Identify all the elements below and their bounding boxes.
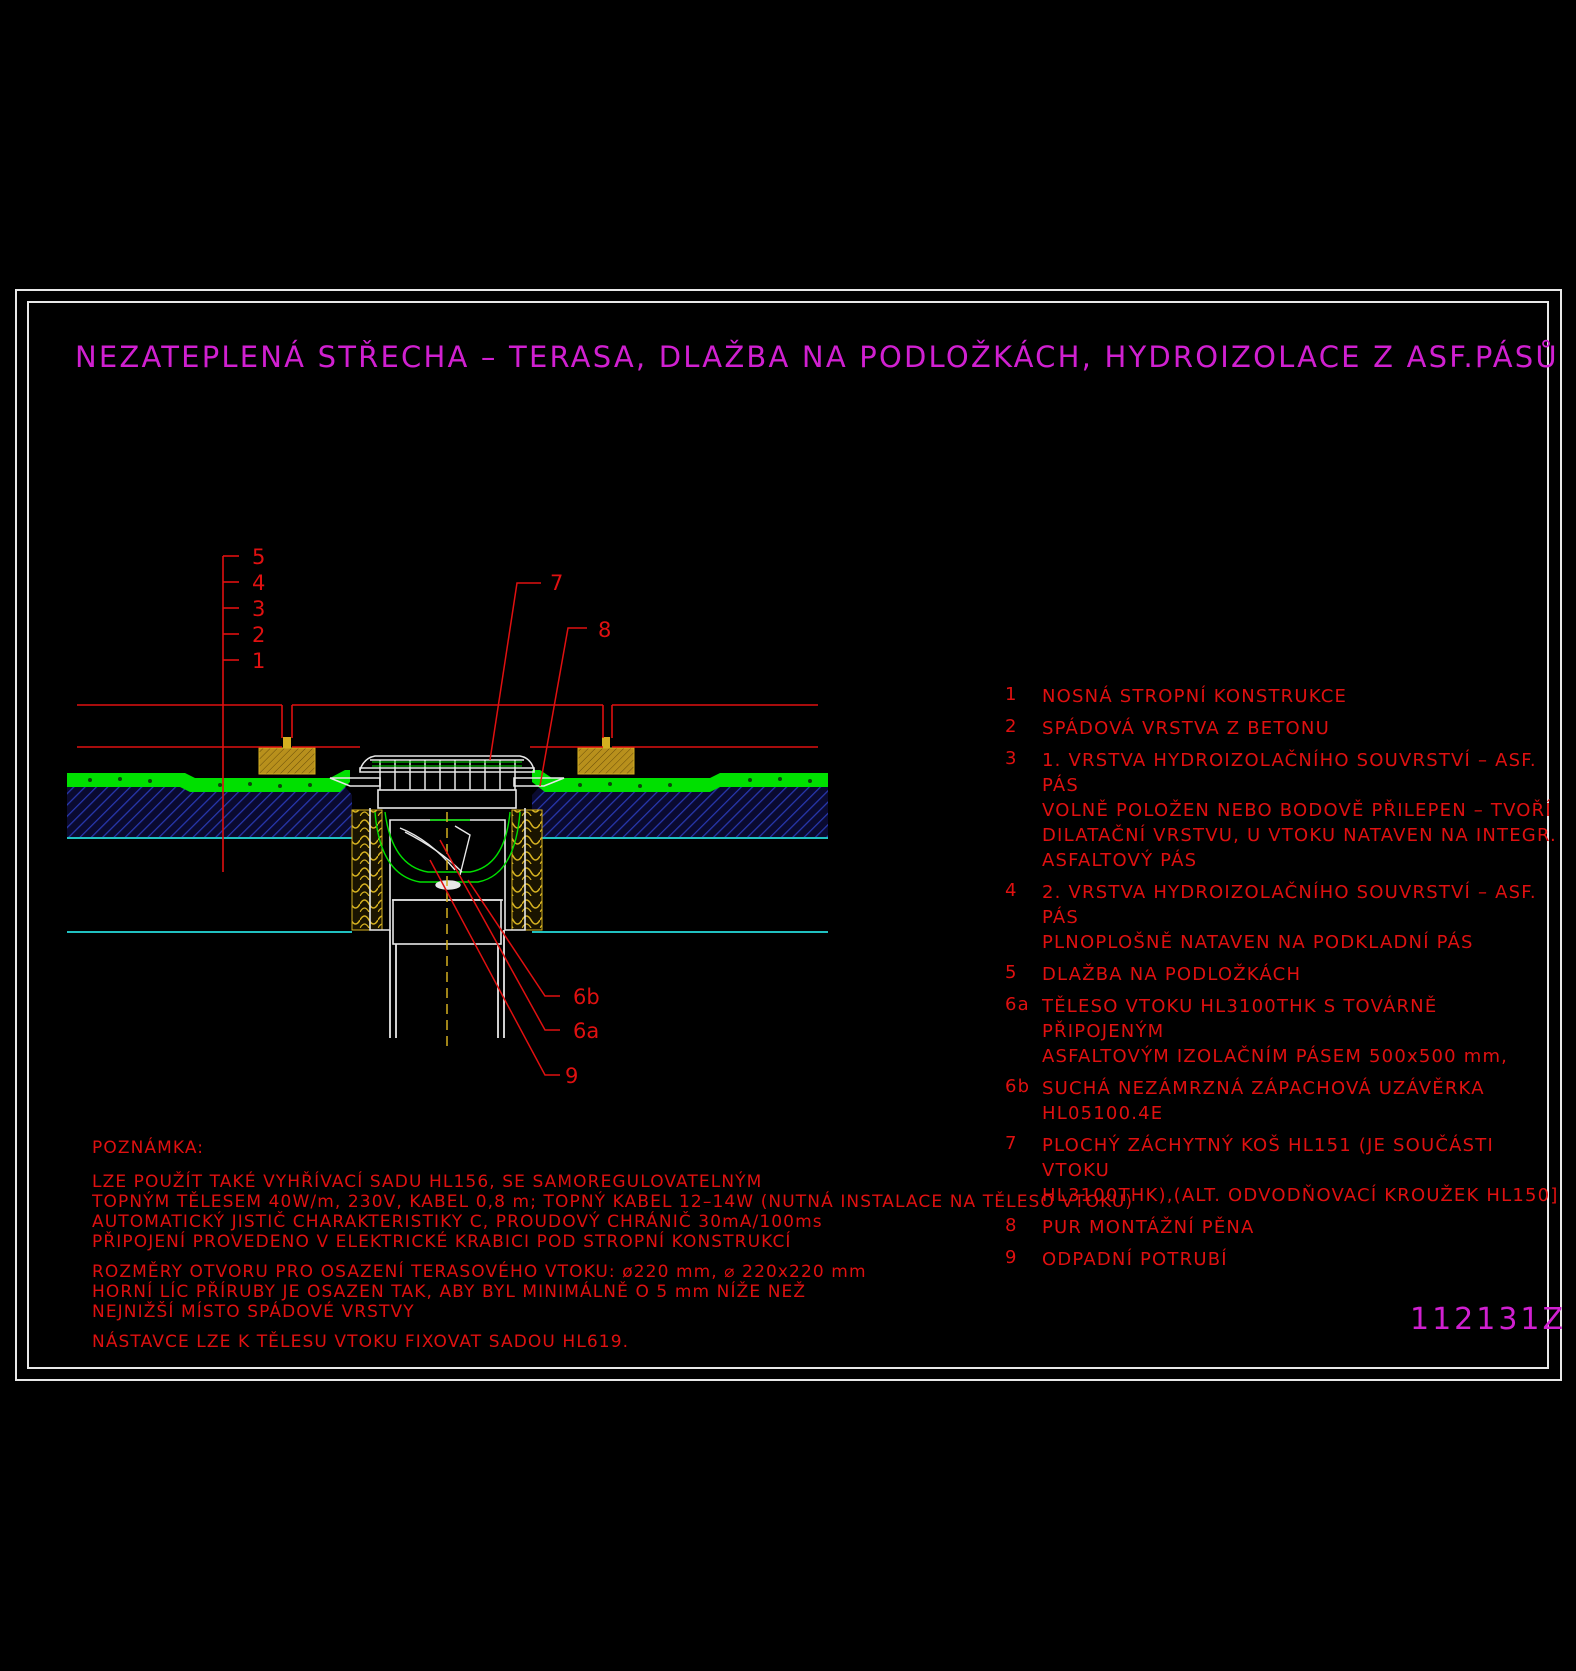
notes-block-heating: LZE POUŽÍT TAKÉ VYHŘÍVACÍ SADU HL156, SE… <box>92 1172 1133 1252</box>
legend-text: 1. VRSTVA HYDROIZOLAČNÍHO SOUVRSTVÍ – AS… <box>1042 750 1557 871</box>
inner-frame <box>27 301 1549 1369</box>
callout-8: 8 <box>598 618 611 642</box>
legend-number: 2 <box>1005 716 1018 737</box>
legend-item: 4 2. VRSTVA HYDROIZOLAČNÍHO SOUVRSTVÍ – … <box>1005 880 1565 955</box>
concrete-layer <box>67 781 352 838</box>
legend-text: DLAŽBA NA PODLOŽKÁCH <box>1042 964 1302 985</box>
callout-9: 9 <box>565 1064 578 1088</box>
legend: 1 NOSNÁ STROPNÍ KONSTRUKCE 2 SPÁDOVÁ VRS… <box>1005 684 1565 1279</box>
layer-marker-2: 2 <box>252 623 265 647</box>
legend-number: 1 <box>1005 684 1018 705</box>
legend-item: 3 1. VRSTVA HYDROIZOLAČNÍHO SOUVRSTVÍ – … <box>1005 748 1565 873</box>
notes-heading: POZNÁMKA: <box>92 1138 205 1158</box>
note-line: ROZMĚRY OTVORU PRO OSAZENÍ TERASOVÉHO VT… <box>92 1262 867 1282</box>
grating <box>359 755 535 790</box>
drawing-code: 112131Z <box>1410 1302 1567 1337</box>
legend-item: 5 DLAŽBA NA PODLOŽKÁCH <box>1005 962 1565 987</box>
legend-number: 7 <box>1005 1133 1018 1154</box>
notes: POZNÁMKA: LZE POUŽÍT TAKÉ VYHŘÍVACÍ SADU… <box>92 1138 1133 1362</box>
callout-labels: 7 8 6b 6a 9 <box>550 571 611 1088</box>
grating-top <box>372 761 522 767</box>
layer-marker-labels: 5 4 3 2 1 <box>252 545 265 673</box>
legend-item: 7 PLOCHÝ ZÁCHYTNÝ KOŠ HL151 (JE SOUČÁSTI… <box>1005 1133 1565 1208</box>
layer-marker-5: 5 <box>252 545 265 569</box>
layer-marker-3: 3 <box>252 597 265 621</box>
legend-item: 6a TĚLESO VTOKU HL3100THK S TOVÁRNĚ PŘIP… <box>1005 994 1565 1069</box>
layer-marker-4: 4 <box>252 571 265 595</box>
legend-number: 4 <box>1005 880 1018 901</box>
legend-number: 6b <box>1005 1076 1031 1097</box>
callout-leaders <box>429 582 587 1076</box>
callout-7: 7 <box>550 571 563 595</box>
callout-6a: 6a <box>573 1019 599 1043</box>
note-line: HORNÍ LÍC PŘÍRUBY JE OSAZEN TAK, ABY BYL… <box>92 1282 807 1302</box>
legend-text: SPÁDOVÁ VRSTVA Z BETONU <box>1042 718 1330 739</box>
layer-marker-ladder <box>222 555 239 872</box>
legend-number: 9 <box>1005 1247 1018 1268</box>
legend-text: NOSNÁ STROPNÍ KONSTRUKCE <box>1042 686 1348 707</box>
legend-text: ODPADNÍ POTRUBÍ <box>1042 1249 1228 1270</box>
paving-pad <box>258 747 316 775</box>
legend-number: 5 <box>1005 962 1018 983</box>
legend-text: SUCHÁ NEZÁMRZNÁ ZÁPACHOVÁ UZÁVĚRKA HL051… <box>1042 1078 1485 1124</box>
legend-item: 6b SUCHÁ NEZÁMRZNÁ ZÁPACHOVÁ UZÁVĚRKA HL… <box>1005 1076 1565 1126</box>
pur-foam <box>511 809 543 931</box>
legend-text: 2. VRSTVA HYDROIZOLAČNÍHO SOUVRSTVÍ – AS… <box>1042 882 1537 953</box>
notes-block-dimensions: ROZMĚRY OTVORU PRO OSAZENÍ TERASOVÉHO VT… <box>92 1262 1133 1322</box>
legend-text: TĚLESO VTOKU HL3100THK S TOVÁRNĚ PŘIPOJE… <box>1042 996 1509 1067</box>
legend-item: 8 PUR MONTÁŽNÍ PĚNA <box>1005 1215 1565 1240</box>
pad-stem <box>283 737 291 748</box>
legend-number: 3 <box>1005 748 1018 769</box>
paving-pad <box>577 747 635 775</box>
note-line: NEJNIŽŠÍ MÍSTO SPÁDOVÉ VRSTVY <box>92 1302 415 1322</box>
callout-6b: 6b <box>573 985 600 1009</box>
note-line: NÁSTAVCE LZE K TĚLESU VTOKU FIXOVAT SADO… <box>92 1332 630 1352</box>
note-line: TOPNÝM TĚLESEM 40W/m, 230V, KABEL 0,8 m;… <box>92 1192 1134 1212</box>
legend-item: 9 ODPADNÍ POTRUBÍ <box>1005 1247 1565 1272</box>
drawing-title: NEZATEPLENÁ STŘECHA – TERASA, DLAŽBA NA … <box>75 340 1559 374</box>
layer-marker-1: 1 <box>252 649 265 673</box>
paving-tiles <box>77 704 818 748</box>
note-line: LZE POUŽÍT TAKÉ VYHŘÍVACÍ SADU HL156, SE… <box>92 1172 763 1192</box>
legend-number: 6a <box>1005 994 1030 1015</box>
legend-item: 1 NOSNÁ STROPNÍ KONSTRUKCE <box>1005 684 1565 709</box>
membrane-texture <box>88 777 812 788</box>
note-line: PŘIPOJENÍ PROVEDENO V ELEKTRICKÉ KRABICI… <box>92 1232 792 1252</box>
pad-stem <box>602 737 610 748</box>
membrane-layer <box>532 770 828 792</box>
legend-number: 8 <box>1005 1215 1018 1236</box>
legend-text: PUR MONTÁŽNÍ PĚNA <box>1042 1217 1255 1238</box>
concrete-layer <box>532 781 828 838</box>
legend-text: PLOCHÝ ZÁCHYTNÝ KOŠ HL151 (JE SOUČÁSTI V… <box>1042 1135 1559 1206</box>
notes-block-extensions: NÁSTAVCE LZE K TĚLESU VTOKU FIXOVAT SADO… <box>92 1332 1133 1352</box>
outer-frame <box>15 289 1562 1381</box>
legend-item: 2 SPÁDOVÁ VRSTVA Z BETONU <box>1005 716 1565 741</box>
waste-pipe <box>389 930 505 1038</box>
note-line: AUTOMATICKÝ JISTIČ CHARAKTERISTIKY C, PR… <box>92 1212 823 1232</box>
